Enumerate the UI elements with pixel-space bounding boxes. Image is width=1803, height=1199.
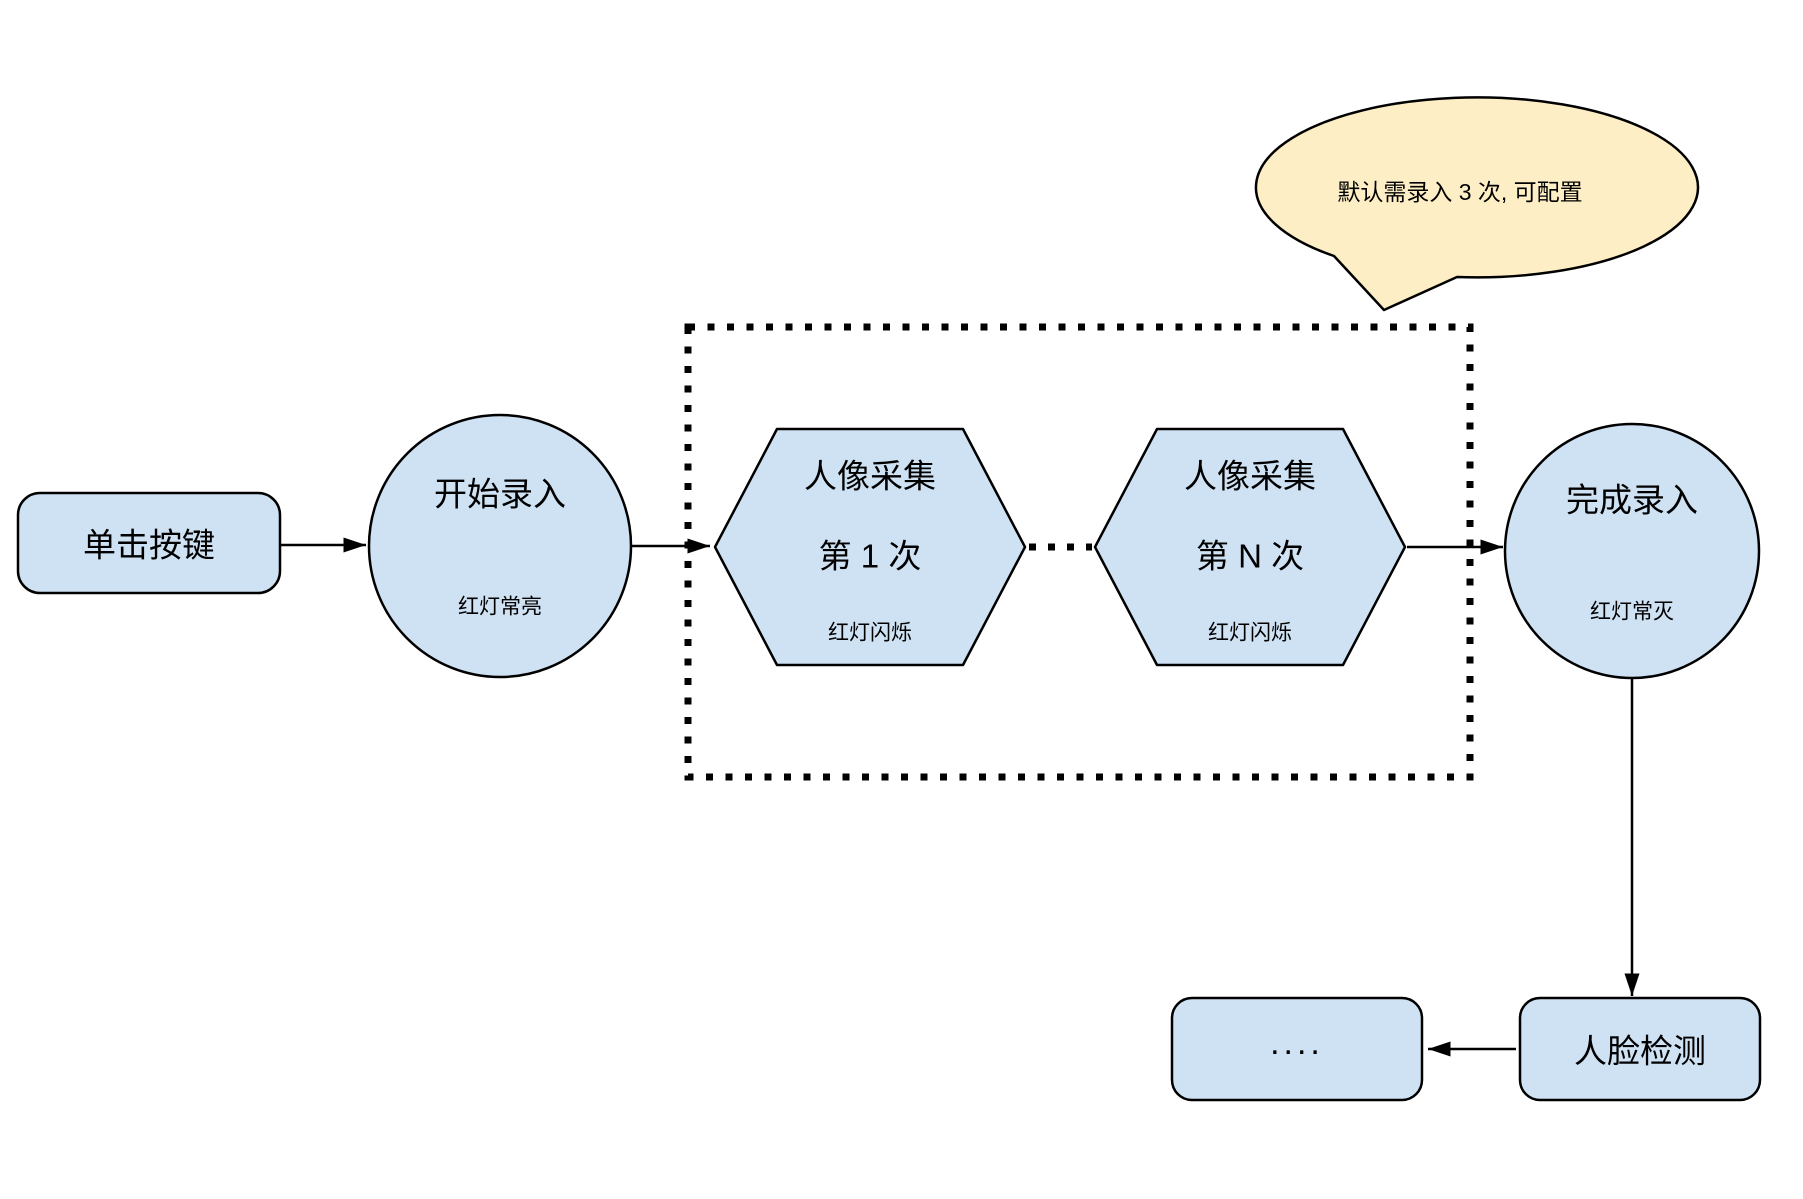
node-click-button-label: 单击按键 <box>83 527 215 564</box>
node-capture-first-subtitle: 第 1 次 <box>819 538 922 575</box>
callout-bubble-shape <box>1254 96 1700 312</box>
node-capture-nth: 人像采集 第 N 次 红灯闪烁 <box>1093 427 1407 667</box>
node-finish-enroll-label: 完成录入 <box>1566 482 1698 519</box>
callout-bubble: 默认需录入 3 次, 可配置 <box>1254 96 1700 312</box>
node-more-steps-label: .... <box>1270 1024 1324 1062</box>
node-click-button-shape <box>16 491 282 595</box>
node-capture-nth-shape <box>1093 427 1407 667</box>
node-finish-enroll-shape <box>1503 422 1761 680</box>
node-finish-enroll: 完成录入 红灯常灭 <box>1503 422 1761 680</box>
callout-text: 默认需录入 3 次, 可配置 <box>1337 179 1582 205</box>
node-capture-first-status: 红灯闪烁 <box>828 622 912 645</box>
node-start-enroll-shape <box>367 413 633 679</box>
node-capture-nth-title: 人像采集 <box>1184 458 1316 495</box>
node-finish-enroll-status: 红灯常灭 <box>1590 601 1674 624</box>
node-face-detection-shape <box>1518 996 1762 1102</box>
node-face-detection-label: 人脸检测 <box>1574 1033 1706 1070</box>
node-capture-first-shape <box>713 427 1027 667</box>
node-face-detection: 人脸检测 <box>1518 996 1762 1102</box>
node-start-enroll-status: 红灯常亮 <box>458 596 542 619</box>
capture-loop-boundary <box>684 323 1474 781</box>
node-click-button: 单击按键 <box>16 491 282 595</box>
node-start-enroll: 开始录入 红灯常亮 <box>367 413 633 679</box>
node-start-enroll-label: 开始录入 <box>434 476 566 513</box>
node-capture-first-title: 人像采集 <box>804 458 936 495</box>
node-capture-nth-subtitle: 第 N 次 <box>1196 538 1304 575</box>
node-capture-nth-status: 红灯闪烁 <box>1208 622 1292 645</box>
node-more-steps: .... <box>1170 996 1424 1102</box>
node-more-steps-shape <box>1170 996 1424 1102</box>
node-capture-first: 人像采集 第 1 次 红灯闪烁 <box>713 427 1027 667</box>
